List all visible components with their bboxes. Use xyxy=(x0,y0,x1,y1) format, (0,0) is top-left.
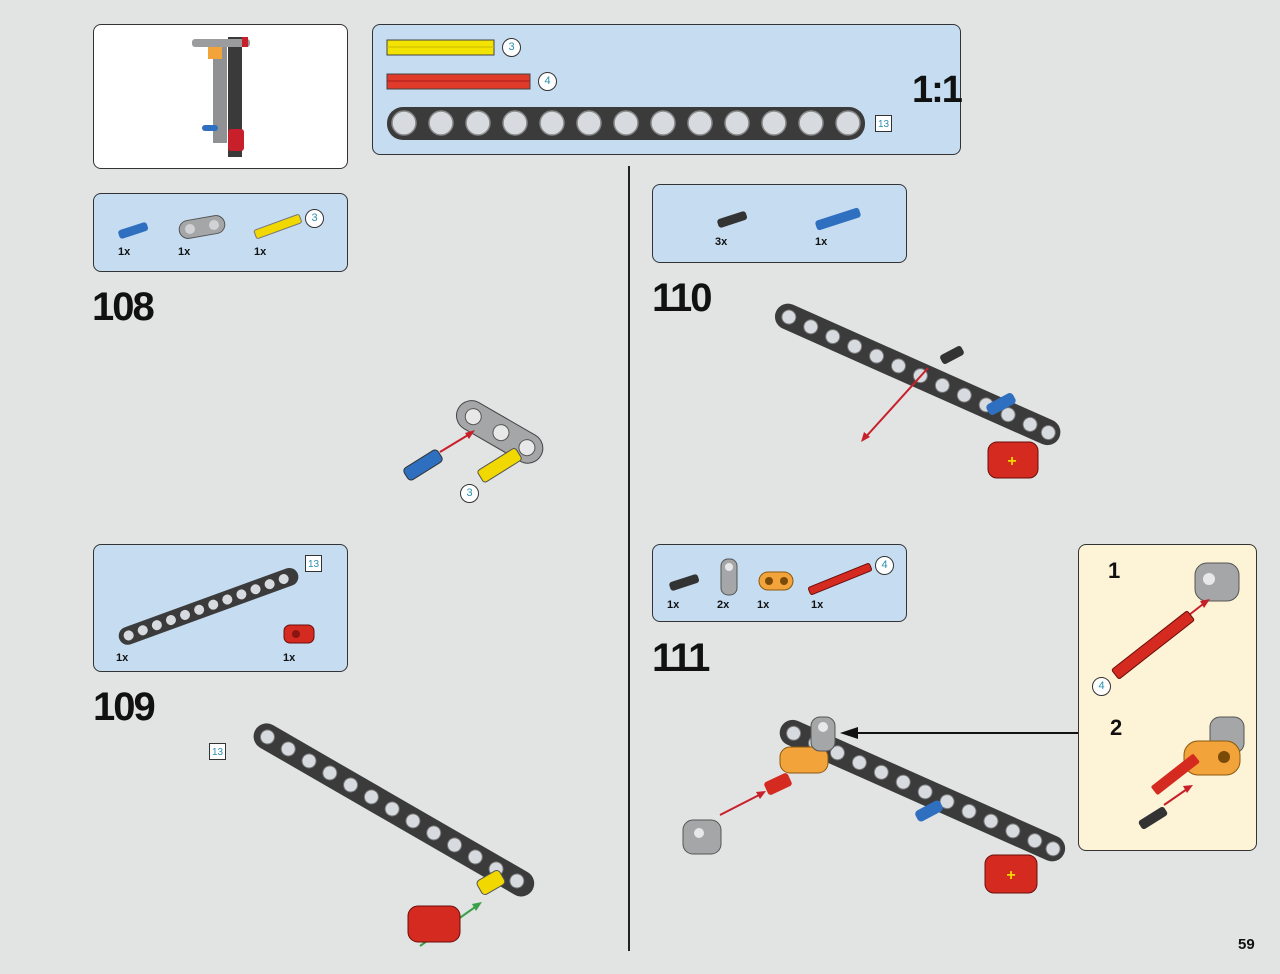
callout-step-108: 3 xyxy=(305,209,324,228)
connector-grey-icon xyxy=(178,215,226,239)
step-109-assembly-image xyxy=(253,723,535,947)
angle-connector-grey-icon xyxy=(720,558,738,596)
pin-black-icon xyxy=(717,211,748,228)
substep-2-image xyxy=(1138,716,1245,830)
pin-blue-icon xyxy=(118,222,149,239)
axle-red-icon xyxy=(808,563,872,595)
step-number-111: 111 xyxy=(652,636,710,680)
qty-pin-blue: 1x xyxy=(815,236,828,248)
qty-angle-connector-grey: 2x xyxy=(717,599,730,611)
substep-connector-line xyxy=(855,732,1079,734)
qty-connector-red: 1x xyxy=(283,652,296,664)
scale-box: 3 4 13 1:1 xyxy=(372,24,963,155)
step-111-assembly-image: + xyxy=(682,716,1066,894)
connector-red-icon xyxy=(283,624,315,644)
black-beam-ruler xyxy=(387,107,865,140)
substep-number-1: 1 xyxy=(1108,558,1121,583)
callout-step-108-assembly: 3 xyxy=(460,484,479,503)
connector-orange-icon xyxy=(758,571,794,591)
page-number: 59 xyxy=(1238,936,1255,953)
svg-text:+: + xyxy=(1006,867,1015,884)
scale-label: 1:1 xyxy=(912,69,963,111)
callout-substep-1: 4 xyxy=(1092,677,1111,696)
qty-connector-orange: 1x xyxy=(757,599,770,611)
overview-model-image xyxy=(192,37,250,157)
callout-step-109-parts: 13 xyxy=(305,555,322,572)
step-number-108: 108 xyxy=(92,285,155,329)
callout-step-109-assembly: 13 xyxy=(209,743,226,760)
callout-length-yellow: 3 xyxy=(502,38,521,57)
step-number-110: 110 xyxy=(652,276,713,320)
callout-length-red: 4 xyxy=(538,72,557,91)
qty-axle-yellow: 1x xyxy=(254,246,267,258)
step-109-parts-list: 13 1x 1x xyxy=(93,544,348,672)
step-108-parts-list: 1x 1x 3 1x xyxy=(93,193,348,272)
axle-yellow-icon xyxy=(253,214,302,239)
overview-thumbnail xyxy=(93,24,348,169)
step-108-assembly-image xyxy=(403,400,544,483)
qty-pin-black: 3x xyxy=(715,236,728,248)
substep-arrowhead xyxy=(840,727,858,739)
qty-pin-black: 1x xyxy=(667,599,680,611)
step-111-parts-list: 1x 2x 1x 4 1x xyxy=(652,544,907,622)
step-number-109: 109 xyxy=(93,685,156,729)
red-axle-ruler xyxy=(386,73,531,90)
pin-blue-icon xyxy=(815,207,861,231)
substep-number-2: 2 xyxy=(1110,715,1123,740)
column-divider xyxy=(628,166,630,951)
callout-length-beam: 13 xyxy=(875,115,892,132)
beam-black-icon xyxy=(118,567,299,645)
qty-beam-black: 1x xyxy=(116,652,129,664)
pin-black-icon xyxy=(669,574,700,591)
qty-connector-grey: 1x xyxy=(178,246,191,258)
step-110-assembly-image: + xyxy=(774,303,1061,479)
substep-1-image xyxy=(1111,562,1240,679)
qty-pin-blue: 1x xyxy=(118,246,131,258)
step-111-substeps: 1 4 2 xyxy=(1078,544,1257,851)
yellow-axle-ruler xyxy=(386,39,495,56)
svg-text:+: + xyxy=(1007,453,1016,470)
qty-axle-red: 1x xyxy=(811,599,824,611)
callout-step-111-parts: 4 xyxy=(875,556,894,575)
step-110-parts-list: 3x 1x xyxy=(652,184,907,263)
